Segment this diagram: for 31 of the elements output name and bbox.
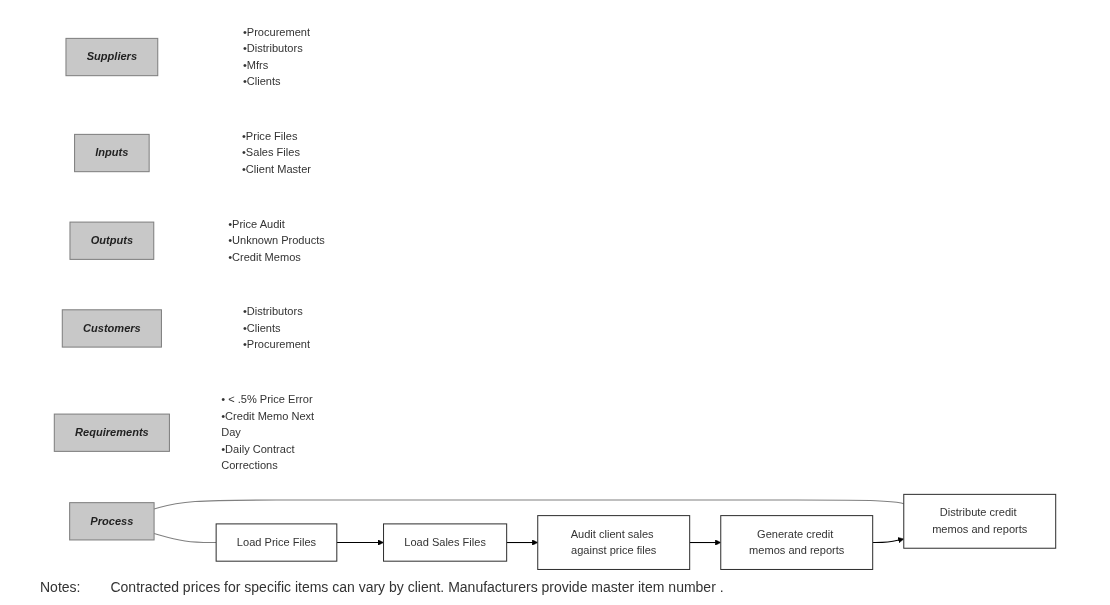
node-box: Suppliers xyxy=(65,37,159,77)
node-label: •Credit Memo Next Day xyxy=(221,409,315,439)
node-label: •Clients xyxy=(242,322,281,334)
node-box: Distribute credit memos and reports xyxy=(903,493,1057,549)
node-box: Audit client sales against price files xyxy=(537,515,691,570)
node-label: •Price Audit xyxy=(228,217,285,230)
node-box: Load Price Files xyxy=(215,523,338,562)
node-label: •Clients xyxy=(242,75,281,88)
node-label: •Distributors xyxy=(242,42,303,55)
node-label: •Client Master xyxy=(241,163,311,176)
node-label: •Procurement xyxy=(242,25,311,38)
node-box: Requirements xyxy=(53,413,170,452)
note-text: Contracted prices for specific items can vary by client. Manufacturers provide master item number . xyxy=(110,579,724,595)
node-label: •Daily Contract Corrections xyxy=(221,443,295,472)
node-label: •Price Files xyxy=(241,130,298,142)
node-box: Generate credit memos and reports xyxy=(720,515,874,570)
node-label: •Procurement xyxy=(242,338,311,351)
node-label: •Distributors xyxy=(242,305,303,318)
node-label: •Sales Files xyxy=(241,146,300,159)
arrow xyxy=(336,539,384,546)
node-box: Customers xyxy=(61,309,162,348)
node-box: Outputs xyxy=(69,221,155,260)
node-box: Load Sales Files xyxy=(383,523,508,562)
node-label: •Credit Memos xyxy=(228,251,301,263)
node-box: Process xyxy=(69,502,155,541)
node-label: •Unknown Products xyxy=(228,234,325,247)
node-label: •Mfrs xyxy=(242,59,269,71)
node-label: • < .5% Price Error xyxy=(221,393,313,406)
node-box: Inputs xyxy=(74,133,150,173)
note-text: Notes: xyxy=(40,579,81,595)
arrow xyxy=(506,539,538,546)
